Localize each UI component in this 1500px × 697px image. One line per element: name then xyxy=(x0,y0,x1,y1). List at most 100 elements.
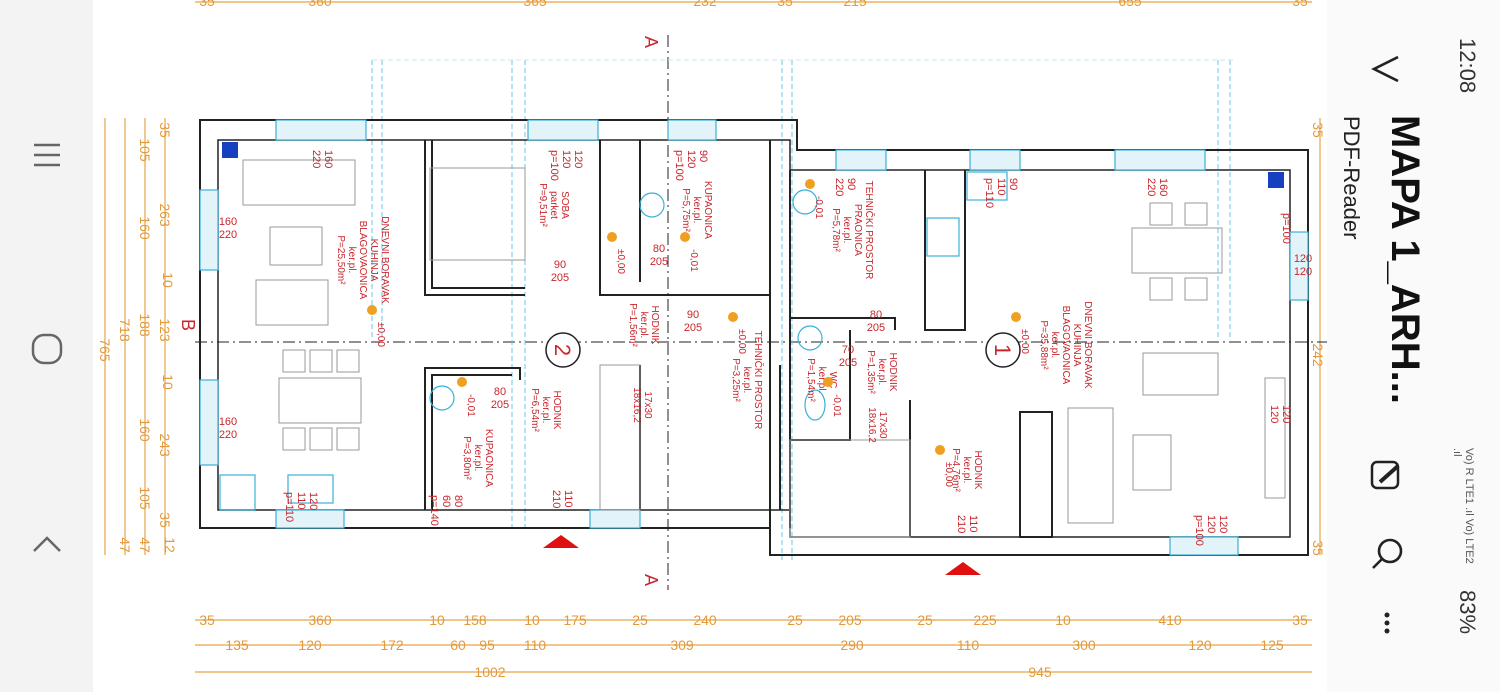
dimension-left: 718 xyxy=(117,318,133,342)
dimension-bottom: 35 xyxy=(199,612,215,628)
dimension-left: 35 xyxy=(157,512,173,528)
dimension-top: 215 xyxy=(843,0,867,9)
dimension-top: 655 xyxy=(1118,0,1142,9)
opening-dimension: 120 xyxy=(572,150,584,168)
room-label: DNEVNI BORAVAK xyxy=(1082,301,1093,389)
level-marker-icon xyxy=(823,377,833,387)
opening-dimension: 120 xyxy=(1217,515,1229,533)
dimension-right: 35 xyxy=(1310,540,1326,556)
room-label: ker.pl. xyxy=(876,359,887,386)
home-icon[interactable] xyxy=(30,332,64,366)
dimension-top: 35 xyxy=(1292,0,1308,9)
room-label: PRAONICA xyxy=(852,204,863,257)
dimension-bottom: 110 xyxy=(524,637,547,653)
dimension-left: 105 xyxy=(137,486,153,510)
back-icon[interactable] xyxy=(32,533,62,557)
furniture xyxy=(242,159,1286,538)
dimension-bottom: 300 xyxy=(1072,637,1096,653)
opening-dimension: 80 xyxy=(653,243,665,255)
opening-dimension: 205 xyxy=(551,272,569,284)
opening-dimension: 110 xyxy=(995,178,1007,196)
entrance-arrow-icon xyxy=(945,562,981,575)
opening-dimension: 205 xyxy=(839,357,857,369)
unit-1-label: 1 xyxy=(990,344,1015,356)
room-label: BLAGOVAONICA xyxy=(1060,306,1071,385)
room-label: P=6,54m² xyxy=(529,388,540,432)
edit-icon[interactable] xyxy=(1368,458,1404,494)
opening-dimension: 110 xyxy=(967,515,979,533)
dimension-bottom: 10 xyxy=(524,612,540,628)
opening-dimension: 60 xyxy=(440,495,452,507)
dimension-top: 35 xyxy=(199,0,215,9)
dimension-left: 765 xyxy=(97,338,113,362)
opening-dimension: 90 xyxy=(845,178,857,190)
dimension-bottom: 25 xyxy=(787,612,803,628)
room-label: ker.pl. xyxy=(741,367,752,394)
entrance-arrow-icon xyxy=(543,535,579,548)
room-label: HODNIK xyxy=(972,451,983,490)
room-label: P=1,54m² xyxy=(805,358,816,402)
dimension-left: 243 xyxy=(157,433,173,457)
opening-dimension: 90 xyxy=(687,309,699,321)
chimney-icon xyxy=(222,142,238,158)
dimension-bottom: 205 xyxy=(838,612,862,628)
room-label: TEHNIČKI PROSTOR xyxy=(752,331,765,430)
opening-dimension: 90 xyxy=(554,259,566,271)
level-label: ±0,00 xyxy=(615,249,626,274)
room-label: BLAGOVAONICA xyxy=(357,221,368,300)
unit-2-label: 2 xyxy=(550,344,575,356)
dimension-top: 365 xyxy=(523,0,547,9)
opening-dimension: 80 xyxy=(870,309,882,321)
room-label: P=1,56m² xyxy=(627,303,638,347)
level-label: ±0,00 xyxy=(736,329,747,354)
dimension-bottom: 120 xyxy=(298,637,322,653)
room-label: P=5,75m² xyxy=(680,188,691,232)
opening-dimension: p=100 xyxy=(548,150,560,181)
dimension-left: 35 xyxy=(157,122,173,138)
search-icon[interactable] xyxy=(1370,535,1406,571)
document-title: MAPA 1_ARH... xyxy=(1383,115,1427,404)
opening-dimension: 160 xyxy=(219,416,237,428)
room-label: ker.pl. xyxy=(841,217,852,244)
opening-dimension: 90 xyxy=(697,150,709,162)
opening-dimension: 220 xyxy=(310,150,322,168)
section-a-top: A xyxy=(641,36,661,48)
dimension-bottom: 95 xyxy=(479,637,495,653)
status-network: Vo) R LTE1 .ıl Vo) LTE2 .ıl xyxy=(1451,448,1476,564)
section-b-left: B xyxy=(178,319,198,331)
dimension-bottom: 172 xyxy=(380,637,404,653)
status-time: 12:08 xyxy=(1455,38,1481,94)
opening-dimension: 110 xyxy=(295,492,307,510)
dimension-left: 10 xyxy=(160,272,176,288)
more-icon[interactable] xyxy=(1375,612,1399,636)
opening-dimension: 80 xyxy=(452,495,464,507)
room-label: TEHNIČKI PROSTOR xyxy=(863,181,876,280)
dimension-top: 232 xyxy=(693,0,717,9)
opening-dimension: 70 xyxy=(842,344,854,356)
dimension-bottom: 25 xyxy=(632,612,648,628)
recent-apps-icon[interactable] xyxy=(32,140,62,170)
room-label: P=5,78m² xyxy=(830,208,841,252)
room-label: P=1,35m² xyxy=(865,350,876,394)
dimension-left: 160 xyxy=(137,216,153,240)
opening-dimension: 160 xyxy=(322,150,334,168)
pdf-reader-app-bar: 12:08 Vo) R LTE1 .ıl Vo) LTE2 .ıl 83% MA… xyxy=(1327,0,1500,692)
opening-dimension: 110 xyxy=(562,490,574,508)
room-label: P=3,25m² xyxy=(730,358,741,402)
level-label: -0,01 xyxy=(813,196,824,219)
dimension-total: 1002 xyxy=(474,664,505,680)
room-label: KUPAONICA xyxy=(702,181,713,239)
opening-dimension: 205 xyxy=(867,322,885,334)
opening-dimension: p=140 xyxy=(428,495,440,526)
dimension-bottom: 135 xyxy=(225,637,249,653)
room-label: 18x16,2 xyxy=(866,407,877,443)
opening-dimension: 120 xyxy=(685,150,697,168)
room-label: ker.pl. xyxy=(691,197,702,224)
back-chevron-icon[interactable] xyxy=(1368,52,1402,86)
system-navigation-bar xyxy=(0,0,93,692)
dimension-bottom: 35 xyxy=(1292,612,1308,628)
dimension-top: 35 xyxy=(777,0,793,9)
dimension-left: 105 xyxy=(137,138,153,162)
chimney-icon xyxy=(1268,172,1284,188)
